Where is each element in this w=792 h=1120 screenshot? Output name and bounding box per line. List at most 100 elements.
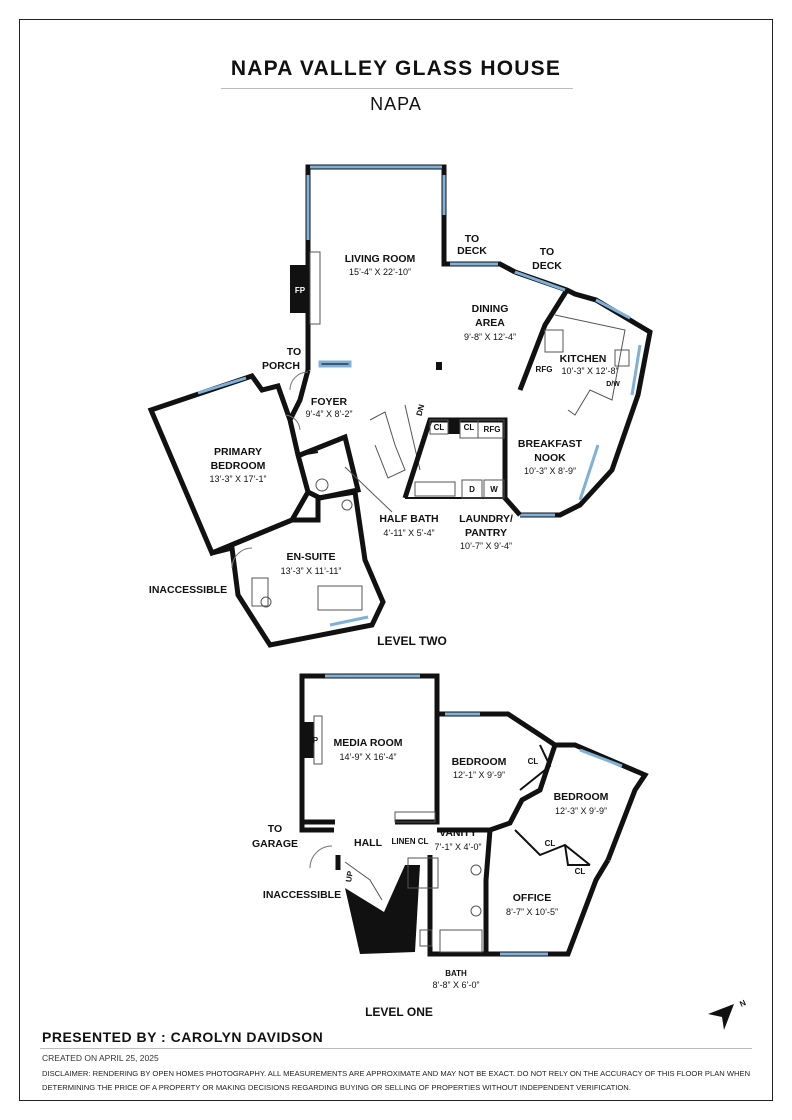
closet-1-label: CL bbox=[434, 423, 445, 432]
stair-landing bbox=[345, 865, 420, 954]
garage-door bbox=[309, 845, 333, 869]
level-one-label: LEVEL ONE bbox=[365, 1005, 433, 1019]
bath-label: BATH bbox=[445, 969, 467, 978]
en-suite-label: EN-SUITE bbox=[286, 551, 335, 563]
media-hearth bbox=[313, 715, 323, 765]
kitchen-fridge-label: RFG bbox=[536, 365, 553, 374]
inaccessible-door bbox=[231, 547, 253, 569]
kitchen-west-wall bbox=[517, 288, 570, 391]
laundry-dims: 10’-7” X 9’-4” bbox=[460, 541, 512, 551]
bedroom-2-label: BEDROOM bbox=[554, 791, 609, 803]
tub bbox=[439, 929, 483, 953]
fireplace bbox=[290, 265, 310, 313]
kitchen-window-east bbox=[630, 344, 642, 396]
bath-dims: 8’-8” X 6’-0” bbox=[432, 980, 479, 990]
en-suite-vanity bbox=[251, 577, 269, 607]
stairs bbox=[369, 411, 406, 479]
bedroom-2-dims: 12’-3” X 9’-9” bbox=[555, 806, 607, 816]
en-suite-walls bbox=[211, 489, 386, 648]
footer-divider bbox=[40, 1048, 752, 1049]
dryer-label: D bbox=[469, 485, 475, 494]
breakfast-nook-dims: 10’-3” X 8’-9” bbox=[524, 466, 576, 476]
closet-1 bbox=[429, 419, 449, 435]
pantry-post bbox=[448, 420, 460, 434]
living-room-dims: 15’-4” X 22’-10” bbox=[349, 267, 411, 277]
en-suite-dims: 13’-3” X 11’-11” bbox=[281, 566, 342, 576]
half-bath-label: HALF BATH bbox=[379, 513, 438, 525]
deck-door-2 bbox=[514, 270, 566, 292]
laundry-label-1: LAUNDRY/ bbox=[459, 513, 513, 525]
disclaimer-text: DISCLAIMER: RENDERING BY OPEN HOMES PHOT… bbox=[42, 1069, 751, 1092]
bath-walls bbox=[427, 827, 493, 957]
stairs-down-label: DN bbox=[415, 403, 427, 417]
porch-door bbox=[289, 371, 309, 391]
to-deck-2-line2: DECK bbox=[532, 260, 562, 272]
office-closet bbox=[564, 844, 590, 866]
living-room-window-south bbox=[318, 360, 352, 368]
linen-closet bbox=[407, 857, 439, 889]
bedroom-1-closet-label: CL bbox=[528, 757, 539, 766]
hall-walls bbox=[299, 822, 334, 833]
washer bbox=[483, 479, 505, 499]
compass-icon: N bbox=[708, 998, 748, 1030]
laundry-label-2: PANTRY bbox=[465, 527, 507, 539]
en-suite-toilet bbox=[260, 596, 272, 608]
foyer-door bbox=[284, 414, 301, 431]
closet-2-label: CL bbox=[464, 423, 475, 432]
page-border bbox=[19, 19, 773, 1101]
fireplace-label: FP bbox=[295, 286, 306, 295]
en-suite-window bbox=[329, 615, 369, 627]
washer-label: W bbox=[490, 485, 498, 494]
foyer-dims: 9’-4” X 8’-2” bbox=[305, 409, 352, 419]
column bbox=[436, 362, 442, 370]
breakfast-nook-label-2: NOOK bbox=[534, 452, 566, 464]
vanity-dims: 7’-1” X 4’-0” bbox=[434, 842, 481, 852]
hearth bbox=[309, 251, 321, 325]
media-fireplace bbox=[302, 722, 314, 758]
media-room-label: MEDIA ROOM bbox=[333, 737, 402, 749]
bedroom-2-closet-wall bbox=[514, 829, 591, 866]
media-fireplace-label: FP bbox=[308, 736, 319, 745]
title-divider bbox=[221, 88, 573, 89]
foyer-label: FOYER bbox=[311, 396, 348, 408]
foyer-partition bbox=[299, 451, 319, 456]
sink bbox=[614, 349, 630, 367]
to-deck-1-line1: TO bbox=[465, 233, 479, 245]
stairs-up-label: UP bbox=[344, 870, 355, 883]
dryer bbox=[461, 479, 483, 499]
to-deck-1-line2: DECK bbox=[457, 245, 487, 257]
nook-window bbox=[578, 444, 600, 501]
bedroom-1-dims: 12’-1” X 9’-9” bbox=[453, 770, 505, 780]
primary-bedroom-dims: 13’-3” X 17’-1” bbox=[209, 474, 266, 484]
dining-area-dims: 9’-8” X 12’-4” bbox=[464, 332, 516, 342]
linen-closet-label: LINEN CL bbox=[392, 837, 429, 846]
to-garage-line2: GARAGE bbox=[252, 838, 298, 850]
bedroom-1-label: BEDROOM bbox=[452, 756, 507, 768]
office-label: OFFICE bbox=[513, 892, 552, 904]
bedroom-2-window bbox=[579, 748, 623, 768]
living-room-label: LIVING ROOM bbox=[345, 253, 416, 265]
to-porch-line2: PORCH bbox=[262, 360, 300, 372]
vanity-label: VANITY bbox=[439, 827, 477, 839]
half-bath-walls bbox=[299, 433, 362, 501]
cooktop bbox=[544, 329, 564, 353]
kitchen-counter bbox=[554, 314, 626, 416]
bathtub bbox=[317, 585, 363, 611]
to-deck-2-line1: TO bbox=[540, 246, 554, 258]
stair-treads bbox=[344, 861, 383, 901]
presented-by: PRESENTED BY : CAROLYN DAVIDSON bbox=[42, 1029, 324, 1045]
vanity-sink bbox=[470, 864, 482, 876]
media-cabinet bbox=[394, 811, 436, 823]
half-bath-dims: 4’-11” X 5’-4” bbox=[383, 528, 434, 538]
kitchen-dims: 10’-3” X 12’-8” bbox=[561, 366, 618, 376]
laundry-sink bbox=[414, 481, 456, 497]
primary-bedroom-label-2: BEDROOM bbox=[211, 460, 266, 472]
level-two-label: LEVEL TWO bbox=[377, 634, 447, 648]
kitchen-label: KITCHEN bbox=[560, 353, 607, 365]
half-bath-sink bbox=[341, 499, 353, 511]
dishwasher-label: D/W bbox=[606, 381, 620, 388]
kitchen-walls bbox=[514, 269, 653, 518]
page-title: NAPA VALLEY GLASS HOUSE bbox=[230, 57, 562, 80]
created-date: CREATED ON APRIL 25, 2025 bbox=[42, 1053, 159, 1063]
